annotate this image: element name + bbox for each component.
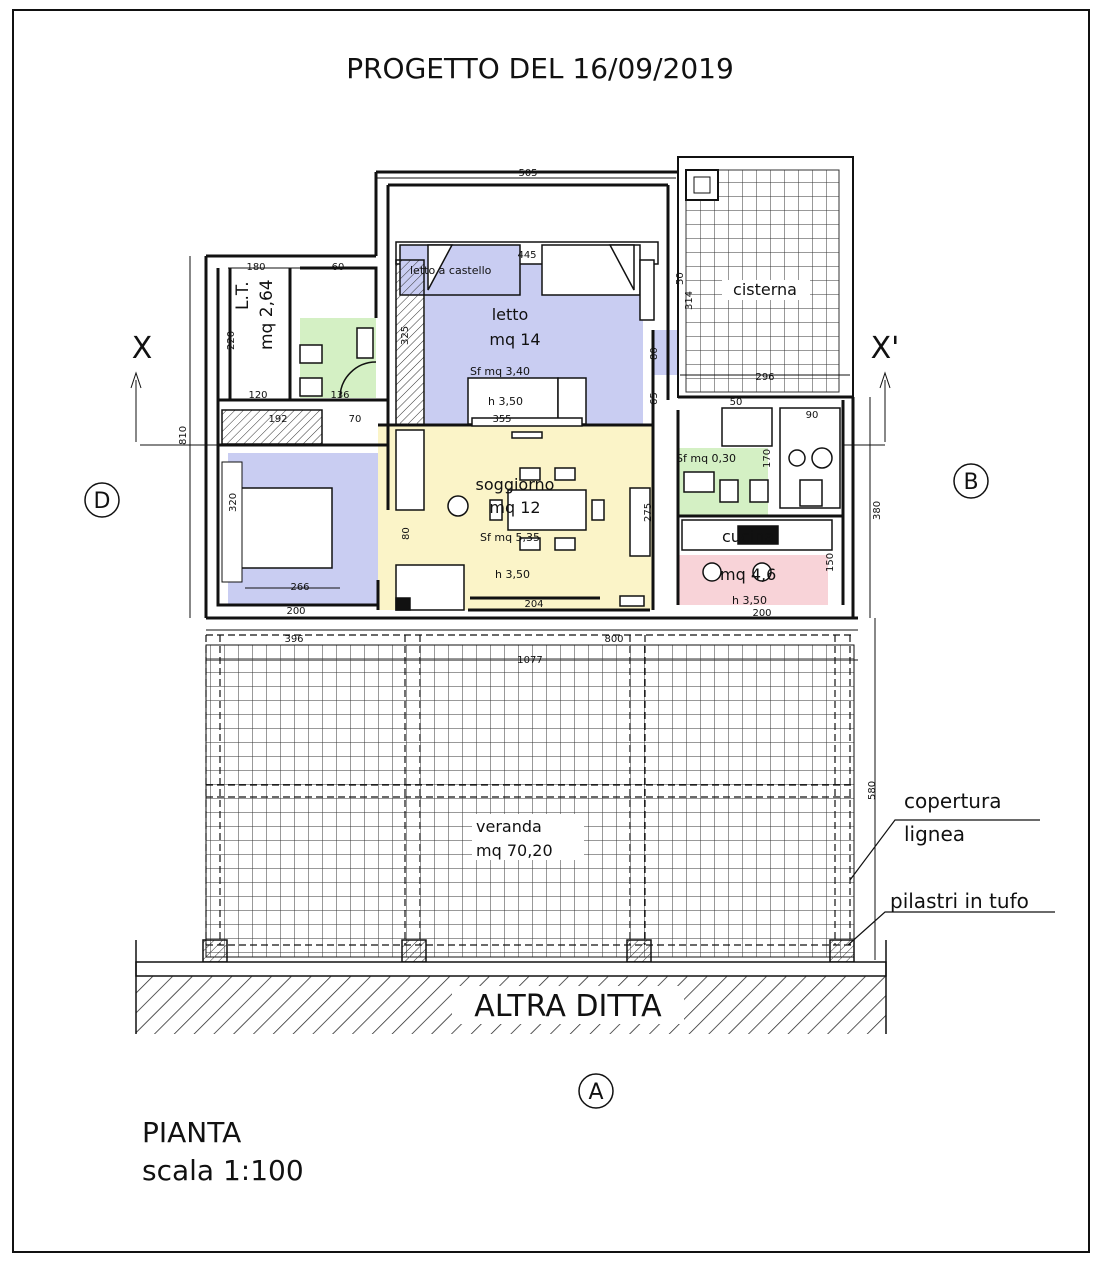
altra-ditta-label-bg: [452, 986, 684, 1024]
dim-50: 50: [675, 272, 686, 285]
sheet-frame: [12, 9, 1090, 1253]
view-d-label: D: [94, 489, 111, 514]
dim-580: 580: [867, 781, 878, 800]
caption-scale: scala 1:100: [142, 1154, 304, 1187]
dim-60: 60: [332, 262, 345, 273]
veranda-area: mq 70,20: [476, 841, 553, 860]
soggiorno-name: soggiorno: [476, 475, 555, 494]
dim-810: 810: [178, 426, 189, 445]
dim-80-living: 80: [401, 527, 412, 540]
letto-name: letto: [492, 305, 529, 324]
closet-fill: [653, 330, 679, 375]
veranda-name: veranda: [476, 817, 542, 836]
dim-355: 355: [492, 414, 511, 425]
dim-50-kitchen: 50: [730, 397, 743, 408]
dim-380: 380: [872, 501, 883, 520]
dim-180: 180: [246, 262, 265, 273]
dim-320: 320: [228, 493, 239, 512]
dim-396: 396: [284, 634, 303, 645]
dim-70: 70: [349, 414, 362, 425]
dim-296: 296: [755, 372, 774, 383]
pilastri-label: pilastri in tufo: [890, 889, 1029, 913]
house-walls: [204, 170, 858, 620]
living-furniture: [395, 429, 651, 611]
dim-204: 204: [524, 599, 543, 610]
copertura-label-2: lignea: [904, 822, 965, 846]
letto-sf: Sf mq 3,40: [470, 365, 530, 378]
view-b-circle: [953, 463, 989, 499]
cucina-sf: Sf mq 0,30: [676, 452, 736, 465]
dim-505: 505: [518, 168, 537, 179]
dim-80-closet: 80: [649, 347, 660, 360]
section-x-right: X': [871, 331, 900, 366]
dim-200-right: 200: [752, 608, 771, 619]
dim-314: 314: [684, 291, 695, 310]
letto-furniture: [395, 241, 659, 439]
dim-192: 192: [268, 414, 287, 425]
dim-200-left: 200: [286, 606, 305, 617]
dim-220: 220: [226, 331, 237, 350]
bath-fixtures: [221, 327, 377, 445]
bunk-bed-label: letto a castello: [410, 264, 492, 277]
dim-65: 65: [649, 392, 660, 405]
boundary-strip: [135, 961, 887, 977]
cucina-name: cucina: [722, 527, 774, 546]
view-b-label: B: [963, 470, 978, 495]
section-arrow-right: [879, 371, 891, 389]
cisterna-label: cisterna: [733, 280, 797, 299]
soggiorno-area: mq 12: [489, 498, 540, 517]
dim-170: 170: [762, 449, 773, 468]
altra-ditta-label: ALTRA DITTA: [474, 989, 662, 1024]
dim-120: 120: [248, 390, 267, 401]
view-d-circle: [84, 482, 120, 518]
leader-lines: [847, 819, 1055, 946]
soggiorno-height: h 3,50: [495, 568, 530, 581]
bed-d-headboard: [221, 461, 243, 583]
soggiorno-sf: Sf mq 5,35: [480, 531, 540, 544]
dim-150: 150: [825, 553, 836, 572]
lt-name: L.T.: [233, 281, 253, 310]
letto-area: mq 14: [489, 330, 540, 349]
kitchen-furniture: [681, 407, 841, 582]
cucina-fill: [678, 555, 828, 605]
dim-136: 136: [330, 390, 349, 401]
cisterna-inlet: [693, 176, 711, 194]
dim-275: 275: [643, 503, 654, 522]
dim-266: 266: [290, 582, 309, 593]
dim-445: 445: [517, 250, 536, 261]
veranda-label-bg: [472, 814, 584, 860]
dim-90: 90: [806, 410, 819, 421]
drawing-title: PROGETTO DEL 16/09/2019: [346, 52, 734, 85]
dimension-labels: 505 445 180 60 220 120 136 192 70 810 32…: [178, 168, 883, 800]
letto-height: h 3,50: [488, 395, 523, 408]
cucina-area: mq 4,6: [720, 565, 776, 584]
caption-pianta: PIANTA: [142, 1116, 241, 1149]
section-arrow-left: [130, 371, 142, 389]
veranda-grid: [205, 644, 855, 958]
bed-d: [231, 487, 333, 569]
view-a-circle: [578, 1073, 614, 1109]
lt-area: mq 2,64: [257, 279, 277, 350]
dim-800: 800: [604, 634, 623, 645]
veranda-beams: [205, 634, 854, 946]
copertura-label-1: copertura: [904, 789, 1001, 813]
view-a-label: A: [588, 1080, 603, 1105]
dim-325: 325: [400, 326, 411, 345]
cucina-height: h 3,50: [732, 594, 767, 607]
cisterna-label-bg: [722, 280, 810, 300]
section-x-left: X: [132, 331, 153, 366]
